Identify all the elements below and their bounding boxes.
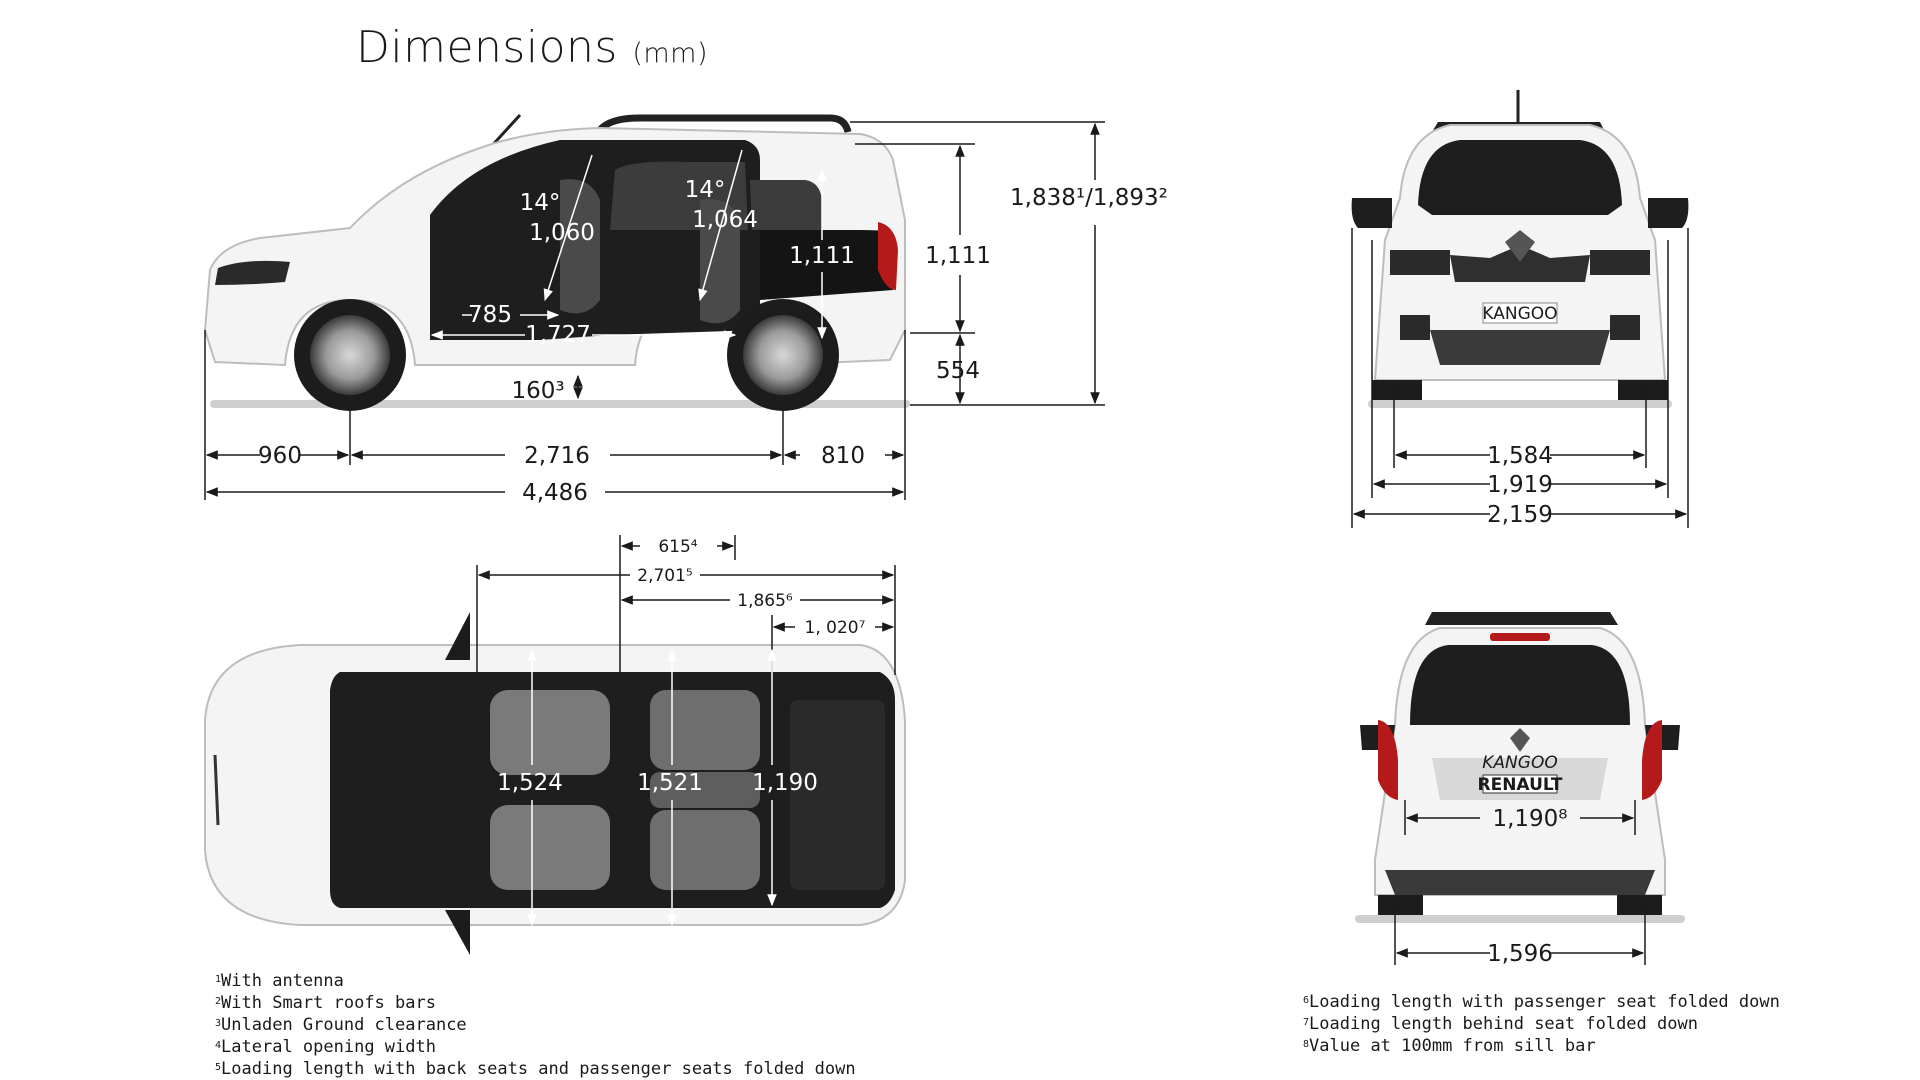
label-sill-height: 554 [936, 358, 980, 384]
label-track-front: 1,584 [1487, 443, 1553, 469]
label-headroom-rear: 1,064 [692, 207, 758, 233]
front-dimension-lines [1351, 228, 1689, 528]
top-dimension-lines [476, 535, 896, 927]
label-sill-width: 1,190⁸ [1492, 806, 1567, 832]
label-width-front: 1,524 [497, 770, 563, 796]
front-view-car [1351, 90, 1689, 408]
top-view-car [204, 612, 906, 955]
label-overall-length: 4,486 [522, 480, 588, 506]
label-ground-clearance: 160³ [511, 378, 564, 404]
label-load-length-behind: 1, 020⁷ [805, 618, 866, 638]
footnote: 1With antenna [215, 971, 344, 991]
footnote: 8Value at 100mm from sill bar [1303, 1036, 1596, 1056]
label-width-mirrors: 2,159 [1487, 502, 1553, 528]
label-cargo-height: 1,111 [789, 243, 855, 269]
label-angle-front: 14° [520, 190, 561, 216]
side-interior-arrows [430, 149, 827, 340]
label-wheelbase: 2,716 [524, 443, 590, 469]
footnote: 4Lateral opening width [215, 1037, 436, 1057]
title-unit: (mm) [632, 38, 708, 69]
rear-view-car [1355, 612, 1685, 923]
label-front-depth: 785 [468, 302, 512, 328]
footnote: 5Loading length with back seats and pass… [215, 1059, 856, 1079]
label-headroom-front: 1,060 [529, 220, 595, 246]
label-width-middle: 1,521 [637, 770, 703, 796]
rear-script-text: KANGOO [1482, 753, 1557, 773]
label-cabin-length: 1,727 [525, 322, 591, 348]
footnote: 3Unladen Ground clearance [215, 1015, 467, 1035]
side-view-car [203, 113, 910, 411]
rear-dimension-lines [1394, 800, 1646, 965]
footnote: 6Loading length with passenger seat fold… [1303, 992, 1780, 1012]
label-height-total: 1,838¹/1,893² [1010, 185, 1168, 211]
side-dimension-lines [204, 121, 1105, 500]
label-width-body: 1,919 [1487, 472, 1553, 498]
rear-badge-text: RENAULT [1478, 775, 1563, 795]
page-title: Dimensions (mm) [356, 22, 708, 73]
label-load-length-max: 2,701⁵ [637, 566, 692, 586]
label-load-length-passenger: 1,865⁶ [737, 591, 793, 611]
label-track-rear: 1,596 [1487, 941, 1553, 967]
footnote: 2With Smart roofs bars [215, 993, 436, 1013]
label-interior-height: 1,111 [925, 243, 991, 269]
label-width-rear: 1,190 [752, 770, 818, 796]
footnotes-right: 6Loading length with passenger seat fold… [1303, 991, 1780, 1057]
label-rear-overhang: 810 [821, 443, 865, 469]
footnotes-left: 1With antenna 2With Smart roofs bars 3Un… [215, 970, 856, 1080]
label-opening-width: 615⁴ [658, 537, 697, 557]
front-badge-text: KANGOO [1482, 304, 1557, 324]
title-main: Dimensions [356, 22, 618, 73]
footnote: 7Loading length behind seat folded down [1303, 1014, 1698, 1034]
label-front-overhang: 960 [258, 443, 302, 469]
label-angle-rear: 14° [685, 177, 726, 203]
